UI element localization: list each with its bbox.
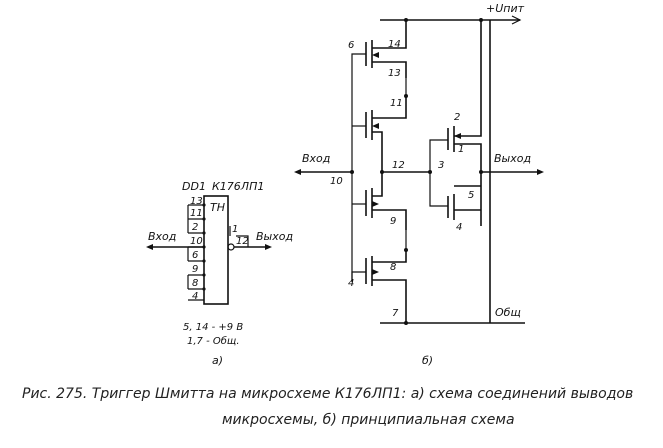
schmitt-label: TH (210, 201, 225, 214)
node-12-label: 12 (392, 160, 405, 171)
power-note-2: 1,7 - Общ. (187, 335, 240, 347)
right-output-label: Выход (494, 152, 531, 165)
left-input-label: Вход (148, 230, 176, 243)
pin-1-label: 1 (232, 224, 238, 235)
right-input-label: Вход (302, 152, 330, 165)
chip-type: К176ЛП1 (212, 180, 264, 193)
pin-11-node: 11 (390, 98, 403, 109)
pin-10-node: 10 (330, 176, 343, 187)
pin-12-label: 12 (236, 236, 249, 247)
output-bubble (227, 243, 235, 251)
pin-11-label: 11 (190, 208, 203, 219)
sub-label-b: б) (422, 354, 433, 367)
pin-6-label: 6 (192, 250, 198, 261)
pin-8-node: 8 (390, 262, 396, 273)
pin-diagram: DD1 К176ЛП1 TH 13 11 2 10 6 9 8 4 Вход (146, 180, 293, 367)
pin-2-node: 2 (454, 112, 460, 123)
sub-label-a: а) (212, 354, 223, 367)
pin-2-label: 2 (192, 222, 198, 233)
caption-line-1: Рис. 275. Триггер Шмитта на микросхеме К… (22, 386, 633, 402)
node-3-label: 3 (438, 160, 444, 171)
pin-14-node: 14 (388, 39, 401, 50)
caption-line-2: микросхемы, б) принципиальная схема (222, 412, 515, 428)
pin-4-node: 4 (456, 222, 462, 233)
pin-1-node: 1 (458, 144, 464, 155)
pin-13-label: 13 (190, 196, 203, 207)
ground-label: Общ (495, 306, 521, 319)
pin-10-label: 10 (190, 236, 203, 247)
left-output-label: Выход (256, 230, 293, 243)
pin-4-label: 4 (192, 291, 198, 302)
pin-9-label: 9 (192, 264, 198, 275)
chip-designator: DD1 (182, 180, 206, 193)
pin-7-node: 7 (392, 308, 399, 319)
pin-4-left-node: 4 (348, 278, 354, 289)
pin-9-node: 9 (390, 216, 396, 227)
pin-8-label: 8 (192, 278, 198, 289)
pin-13-node: 13 (388, 68, 401, 79)
transistor-schematic: +Uпит Общ 6 14 13 11 Вход 10 12 9 (294, 2, 544, 367)
supply-label: +Uпит (486, 2, 525, 15)
pin-5-node: 5 (468, 190, 474, 201)
power-note-1: 5, 14 - +9 В (183, 322, 243, 333)
pin-6-node: 6 (348, 40, 354, 51)
chip-body (203, 195, 229, 305)
